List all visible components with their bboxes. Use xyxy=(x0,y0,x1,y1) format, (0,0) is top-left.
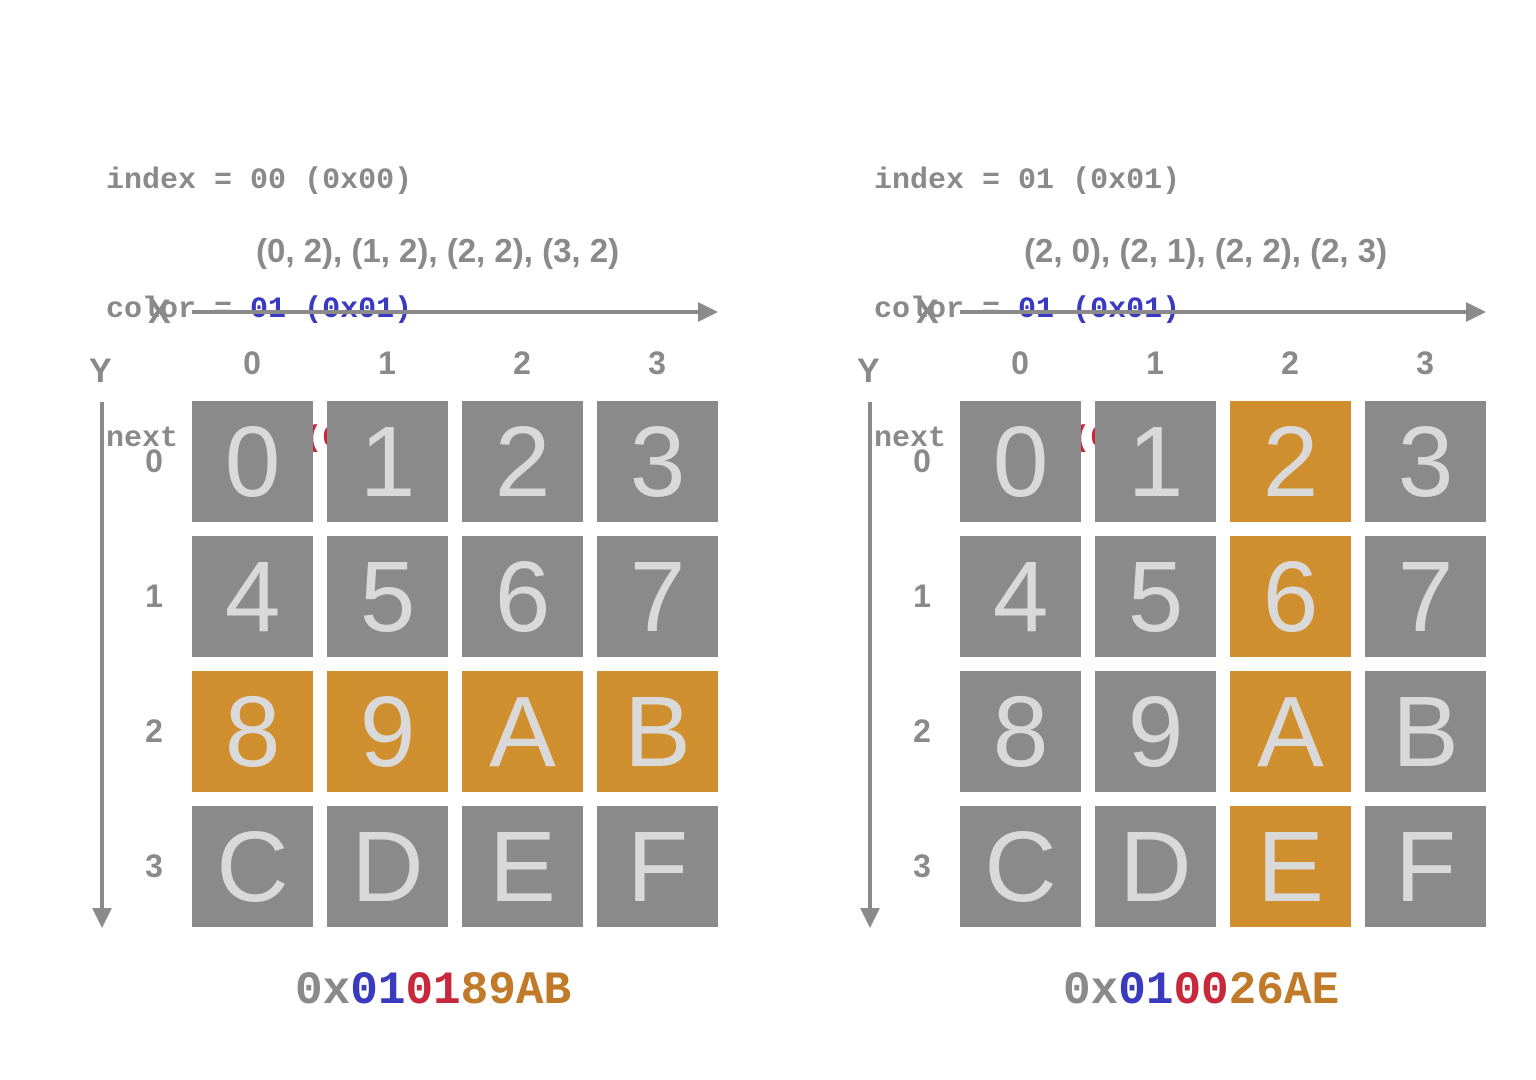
y-tick: 2 xyxy=(145,713,163,749)
grid-cell: B xyxy=(1365,671,1486,792)
hex-next: 00 xyxy=(1173,965,1229,1017)
grid-cell: B xyxy=(597,671,718,792)
grid-cell: 2 xyxy=(1230,401,1351,522)
grid-cell: 0 xyxy=(960,401,1081,522)
y-tick: 3 xyxy=(145,848,163,884)
grid-cell: 6 xyxy=(462,536,583,657)
grid-cell: 6 xyxy=(1230,536,1351,657)
grid-panel-left: index = 00 (0x00) color = 01 (0x01) next… xyxy=(89,164,718,1017)
x-axis-label: X xyxy=(916,293,939,331)
hex-cells: 89AB xyxy=(460,965,572,1017)
x-tick: 2 xyxy=(513,345,531,381)
grid-cell: C xyxy=(960,806,1081,927)
grid-cell: 9 xyxy=(1095,671,1216,792)
grid-cell: 7 xyxy=(597,536,718,657)
hex-next: 01 xyxy=(405,965,461,1017)
hex-cells: 26AE xyxy=(1228,965,1340,1017)
y-tick: 1 xyxy=(913,578,931,614)
grid-cell: A xyxy=(462,671,583,792)
grid-panel-right: index = 01 (0x01) color = 01 (0x01) next… xyxy=(768,0,1536,1080)
x-tick: 3 xyxy=(648,345,666,381)
x-tick: 2 xyxy=(1281,345,1299,381)
grid-cell: 4 xyxy=(960,536,1081,657)
grid-cell: 4 xyxy=(192,536,313,657)
y-tick: 0 xyxy=(913,443,931,479)
y-axis-label: Y xyxy=(857,352,880,390)
grid-cell: E xyxy=(462,806,583,927)
y-tick: 2 xyxy=(913,713,931,749)
grid-cell: 3 xyxy=(1365,401,1486,522)
grid-cell: 1 xyxy=(327,401,448,522)
grid-cell: 0 xyxy=(192,401,313,522)
y-tick: 3 xyxy=(913,848,931,884)
y-axis-label: Y xyxy=(89,352,112,390)
grid-cell: F xyxy=(597,806,718,927)
hex-code: 0x010189AB xyxy=(295,965,572,1017)
grid-cell: D xyxy=(327,806,448,927)
grid-cell: 5 xyxy=(327,536,448,657)
grid-cell: 9 xyxy=(327,671,448,792)
coords-label: (0, 2), (1, 2), (2, 2), (3, 2) xyxy=(256,232,620,269)
x-tick: 0 xyxy=(243,345,261,381)
grid-cell: E xyxy=(1230,806,1351,927)
x-tick: 0 xyxy=(1011,345,1029,381)
index-line: index = 01 (0x01) xyxy=(874,164,1181,198)
hex-color: 01 xyxy=(350,965,406,1017)
coords-label: (2, 0), (2, 1), (2, 2), (2, 3) xyxy=(1024,232,1388,269)
x-tick: 1 xyxy=(1146,345,1164,381)
y-tick: 1 xyxy=(145,578,163,614)
grid-cell: F xyxy=(1365,806,1486,927)
axis-arrows xyxy=(860,302,1486,928)
hex-color: 01 xyxy=(1118,965,1174,1017)
grid-cell: 1 xyxy=(1095,401,1216,522)
y-tick: 0 xyxy=(145,443,163,479)
grid-cell: A xyxy=(1230,671,1351,792)
grid-cell: 8 xyxy=(192,671,313,792)
x-tick: 3 xyxy=(1416,345,1434,381)
grid-cell: 2 xyxy=(462,401,583,522)
x-axis-label: X xyxy=(148,293,171,331)
axis-arrows xyxy=(92,302,718,928)
grid-cell: 3 xyxy=(597,401,718,522)
x-tick: 1 xyxy=(378,345,396,381)
grid-cell: 7 xyxy=(1365,536,1486,657)
hex-code: 0x010026AE xyxy=(1063,965,1340,1017)
index-line: index = 00 (0x00) xyxy=(106,164,413,198)
grid-cell: 5 xyxy=(1095,536,1216,657)
grid-cell: 8 xyxy=(960,671,1081,792)
grid-cell: D xyxy=(1095,806,1216,927)
grid-cell: C xyxy=(192,806,313,927)
